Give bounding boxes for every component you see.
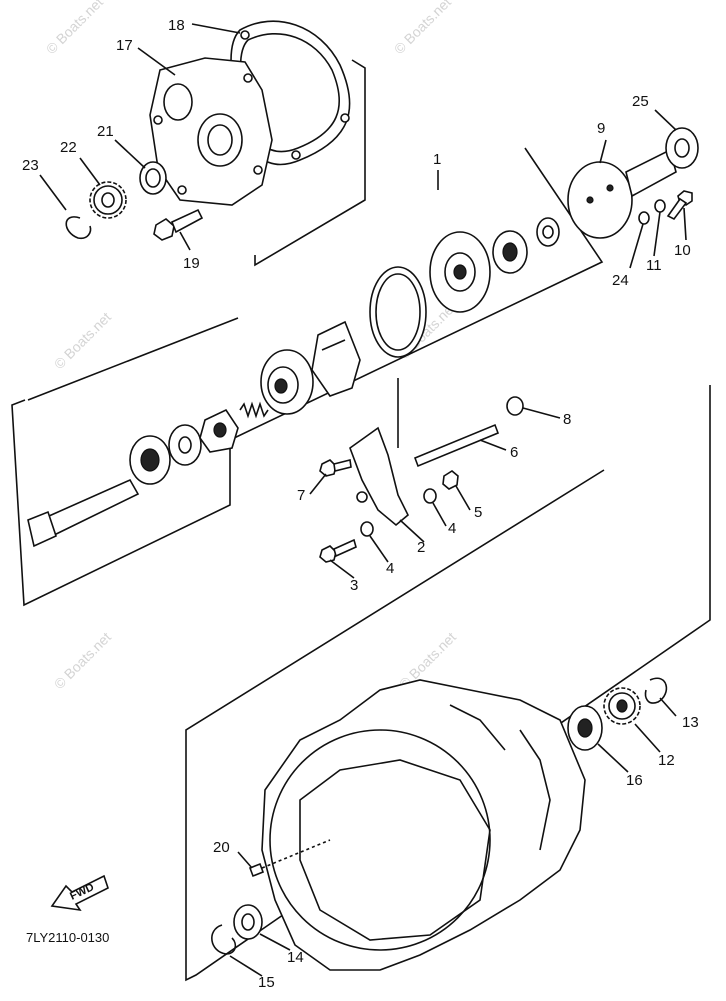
shift-cam: [311, 320, 361, 397]
part-21-oil-seal: [139, 161, 167, 195]
gasket-ring-inner: [375, 273, 421, 351]
part-3-bolt: [319, 538, 357, 563]
callout-13: 13: [682, 714, 699, 731]
part-23-circlip: [65, 216, 92, 240]
leader-lines: [39, 23, 687, 977]
callout-8: 8: [563, 411, 571, 428]
watermark: © Boats.net: [51, 629, 114, 692]
part-7-bolt: [319, 459, 352, 477]
part-17-cover-bolt-bosses: [153, 73, 263, 195]
callout-3: 3: [350, 577, 358, 594]
part-11-washer: [654, 199, 666, 213]
watermark: © Boats.net: [43, 0, 106, 57]
part-14-oil-seal-inner: [241, 913, 255, 931]
callout-18: 18: [168, 17, 185, 34]
callout-12: 12: [658, 752, 675, 769]
callout-9: 9: [597, 120, 605, 137]
part-9-output-flange: [567, 148, 677, 239]
callout-23: 23: [22, 157, 39, 174]
callout-22: 22: [60, 139, 77, 156]
callout-5: 5: [474, 504, 482, 521]
callout-2: 2: [417, 539, 425, 556]
callout-21: 21: [97, 123, 114, 140]
part-24-washer: [638, 211, 650, 225]
part-13-circlip: [644, 677, 668, 704]
callout-10: 10: [674, 242, 691, 259]
part-16-bearing-race: [577, 718, 593, 738]
part-4b-washer: [360, 521, 374, 537]
part-25-oil-seal-inner: [674, 138, 690, 158]
part-20-dowel-pin: [248, 839, 331, 878]
clutch-hub: [168, 424, 202, 466]
crankcase-housing: [261, 679, 586, 971]
part-17-cover-bore: [207, 124, 233, 156]
bearing-race: [502, 242, 518, 262]
callout-16: 16: [626, 772, 643, 789]
part-4a-washer: [423, 488, 437, 504]
thrust-washer: [536, 217, 560, 247]
shaft-bearing-race: [140, 448, 160, 472]
part-19-bolt: [153, 208, 204, 241]
part-17-cover-boss: [163, 83, 193, 121]
part-10-bolt: [666, 190, 693, 221]
part-14-oil-seal: [233, 904, 263, 940]
part-22-sprocket: [89, 181, 127, 219]
callout-1: 1: [433, 151, 441, 168]
dog-clutch: [199, 408, 239, 453]
fwd-arrow: FWD: [50, 874, 109, 912]
callout-14: 14: [287, 949, 304, 966]
callout-11: 11: [646, 257, 662, 274]
callout-19: 19: [183, 255, 200, 272]
callout-6: 6: [510, 444, 518, 461]
part-8-bushing: [506, 396, 524, 416]
callout-24: 24: [612, 272, 629, 289]
callout-labels: 1 2 3 4 4 5 6 7 8 9 10 11 12 13 14 15 16…: [22, 17, 699, 991]
gasket-ring: [369, 266, 427, 358]
bearing-housing: [429, 231, 491, 313]
part-25-oil-seal: [665, 127, 699, 169]
lower-group-frame: [185, 385, 711, 982]
clutch-hub-bore: [178, 436, 192, 454]
thrust-washer-inner: [542, 225, 554, 239]
upper-group-frame: [254, 59, 366, 267]
callout-15: 15: [258, 974, 275, 991]
part-17-cover-bearing-seat: [197, 113, 243, 167]
callout-25: 25: [632, 93, 649, 110]
callout-20: 20: [213, 839, 230, 856]
part-6-shaft: [413, 423, 500, 468]
main-shaft: [27, 478, 140, 548]
gear: [260, 349, 314, 415]
diagram-code: 7LY2110-0130: [26, 930, 109, 945]
spring: [239, 401, 269, 419]
callout-17: 17: [116, 37, 133, 54]
watermark: © Boats.net: [391, 0, 454, 57]
part-12-sprocket: [603, 687, 641, 725]
part-2-shift-lever: [349, 426, 409, 527]
part-21-oil-seal-inner: [145, 168, 161, 188]
middle-group-frame-top: [27, 317, 239, 401]
middle-group-frame: [11, 147, 604, 607]
callout-4a: 4: [448, 520, 456, 537]
part-15-circlip: [211, 924, 237, 955]
watermark: © Boats.net: [51, 309, 114, 372]
callout-7: 7: [297, 487, 305, 504]
callout-4b: 4: [386, 560, 394, 577]
part-5-nut: [442, 470, 459, 490]
